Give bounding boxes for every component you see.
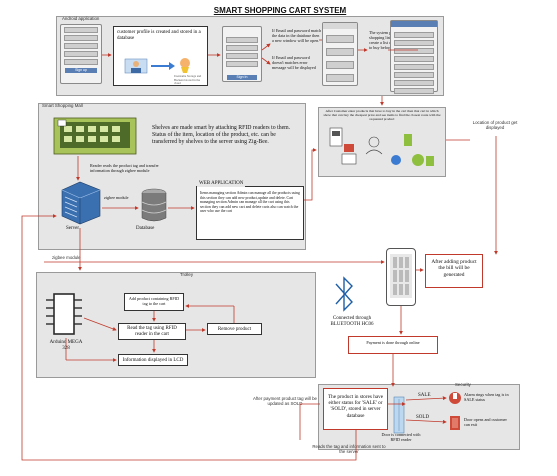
server-label: Server [66, 226, 80, 231]
remove-product-text: Remove product [217, 327, 252, 332]
database-icon [141, 188, 167, 222]
shelves-text: Shelves are made smart by attaching RFID… [152, 125, 291, 145]
door-rfid-label: Door is connected with RFID reader [381, 432, 421, 442]
read-tag-box: Read the tag using RFID reader in the ca… [118, 323, 186, 340]
rfid-shelf-icon [53, 117, 137, 155]
mall-label: Smart Shopping Mall [42, 103, 83, 108]
lcd-box: Information displayed in LCD [118, 354, 188, 366]
arduino-chip-icon [46, 293, 82, 335]
signin-button: Sign In [227, 75, 257, 80]
security-label: Security [455, 382, 471, 387]
profile-box: customer profile is created and stored i… [113, 26, 208, 86]
alarm-icon [449, 392, 461, 404]
status-text: The product in stores have either status… [327, 394, 384, 419]
add-product-box: Add product containing RFID tag to the c… [124, 293, 184, 311]
android-label: Android application [62, 16, 100, 21]
profile-note: Username Storage and Backend stored in t… [174, 74, 202, 85]
diagram-title: SMART SHOPPING CART SYSTEM [213, 6, 347, 15]
profile-illustration [124, 58, 190, 74]
alarm-text: Alarm rings when tag is in SALE status [464, 392, 509, 402]
location-label: Location of product get displayed [472, 120, 518, 130]
door-open-text: Door opens and customer can exit [464, 417, 507, 427]
phone-list-screen [390, 20, 438, 94]
cart-phone-device [386, 248, 416, 306]
profile-text: customer profile is created and stored i… [117, 30, 201, 41]
signup-button: Sign up [65, 68, 97, 73]
reads-tag-text: Reads the tag and information sent to th… [312, 444, 386, 454]
login-fail-text: If Email and password doesn't matches er… [272, 55, 316, 70]
status-box: The product in stores have either status… [323, 388, 388, 430]
web-application-box: WEB APPLICATION Items managing section A… [196, 181, 304, 240]
sale-label: SALE [418, 393, 431, 398]
sold-label: SOLD [416, 415, 430, 420]
bluetooth-icon [335, 276, 353, 312]
trolley-label: Trolley [180, 272, 194, 277]
database-label: Database [136, 226, 155, 231]
store-illustration [329, 127, 434, 166]
phone-signin-screen: Sign In [222, 26, 262, 82]
login-match-text: If Email and password match the data in … [272, 28, 322, 43]
server-icon [61, 181, 101, 225]
bill-box: After adding product the bill will be ge… [425, 254, 483, 288]
add-product-text: Add product containing RFID tag to the c… [128, 296, 180, 306]
reader-text: Reader reads the product tag and transfe… [90, 163, 159, 173]
lcd-text: Information displayed in LCD [122, 358, 184, 363]
zigbee-module-label: zigbee module [104, 195, 129, 200]
web-app-title: WEB APPLICATION [197, 181, 246, 187]
zigbee-left-label: zigbee module [52, 255, 81, 260]
web-app-text: Items managing section Admin can manage … [200, 191, 300, 214]
bill-text: After adding product the bill will be ge… [431, 259, 477, 278]
phone-signup-screen: Sign up [60, 24, 102, 84]
payment-text: Payment is done through online [366, 340, 420, 345]
exit-door-icon [450, 416, 460, 430]
read-tag-text: Read the tag using RFID reader in the ca… [127, 326, 177, 337]
after-payment-text: After payment product tag will be update… [253, 396, 317, 406]
remove-product-box: Remove product [207, 323, 262, 335]
payment-box: Payment is done through online [348, 336, 438, 354]
bluetooth-label: Connected through BLUETOOTH HC06 [330, 316, 374, 327]
store-panel-text: After Customer enter products that have … [323, 109, 441, 121]
phone-menu-screen [322, 22, 358, 86]
